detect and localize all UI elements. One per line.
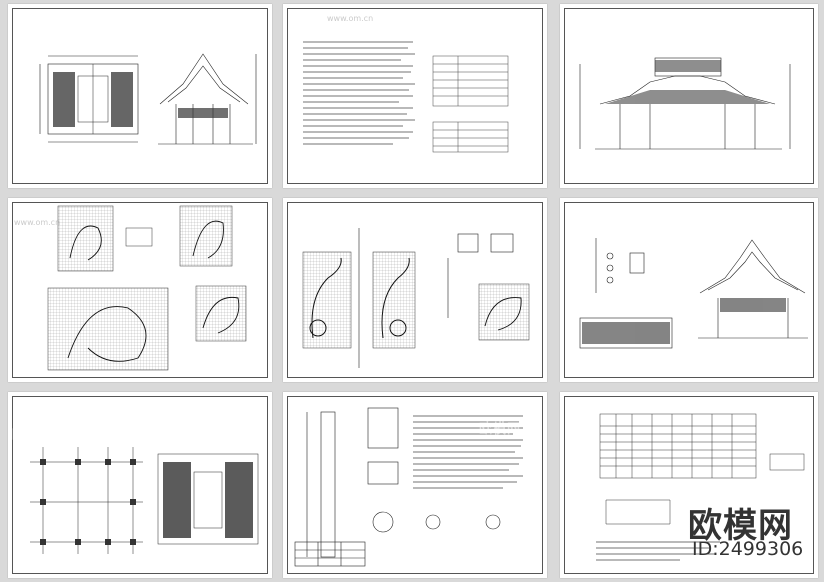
ornament-grids-drawing [47,205,247,371]
sheet-column-plans[interactable]: 欧模网 [8,392,272,578]
sheet-ornament-grids[interactable]: www.om.cn [8,198,272,382]
watermark-site-name: 欧模网 [12,428,55,443]
sheet-frame [12,8,268,184]
sheet-frame [12,396,268,574]
sheet-frame [564,202,814,378]
plan-and-section-drawing [39,53,257,145]
watermark-url: www.om.cn [327,14,374,23]
sheet-frame [564,396,814,574]
sheet-roof-details[interactable]: 欧模网 [560,198,818,382]
watermark-site-name: 欧模网 [710,212,753,227]
watermark-site-name: 欧模网 [317,212,360,227]
sheet-frame [564,8,814,184]
design-notes-drawing [303,41,509,153]
foundation-details-drawing [294,407,523,567]
column-plans-drawing [30,447,259,554]
brand-watermark: 欧模网 [688,506,793,546]
roof-details-drawing [579,238,808,349]
sheet-frame [287,202,543,378]
sheet-gable-details[interactable]: 欧模网 [283,198,547,382]
sheet-design-notes[interactable]: www.om.cn [283,4,547,188]
sheet-frame [287,396,543,574]
sheet-front-elevation[interactable]: 欧模网 [560,4,818,188]
front-elevation-drawing [579,57,791,150]
gable-details-drawing [302,228,530,368]
schedule-table-drawing [596,413,805,561]
sheet-plan-and-section[interactable] [8,4,272,188]
sheet-frame [12,202,268,378]
brand-id-label: ID:2499306 [692,538,804,560]
sheet-frame [287,8,543,184]
watermark-site-name: 欧模网 [479,422,522,437]
sheet-schedule-table[interactable] [560,392,818,578]
watermark-site-name: 欧模网 [620,14,663,29]
sheet-foundation-details[interactable]: 欧模网 [283,392,547,578]
watermark-url: www.om.cn [14,218,61,227]
